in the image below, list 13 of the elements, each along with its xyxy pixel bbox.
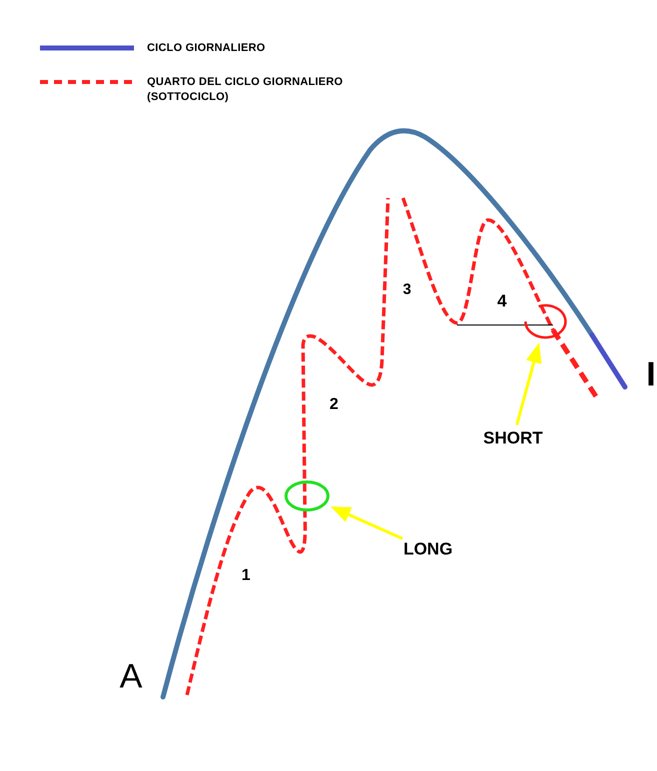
signal-label: SHORT <box>483 430 543 448</box>
cycle-number: 2 <box>330 396 338 414</box>
legend-text: QUARTO DEL CICLO GIORNALIERO (SOTTOCICLO) <box>147 74 344 104</box>
legend-text: CICLO GIORNALIERO <box>147 40 266 56</box>
cycle-number: 1 <box>242 567 250 585</box>
circle-marker <box>283 479 331 513</box>
point-label: A <box>120 658 142 696</box>
point-label: I <box>646 356 656 394</box>
signal-label: LONG <box>403 540 453 560</box>
cycle-number: 3 <box>402 282 412 298</box>
cycle-number: 4 <box>497 292 507 312</box>
arrow <box>330 506 404 540</box>
arrow <box>515 342 542 426</box>
